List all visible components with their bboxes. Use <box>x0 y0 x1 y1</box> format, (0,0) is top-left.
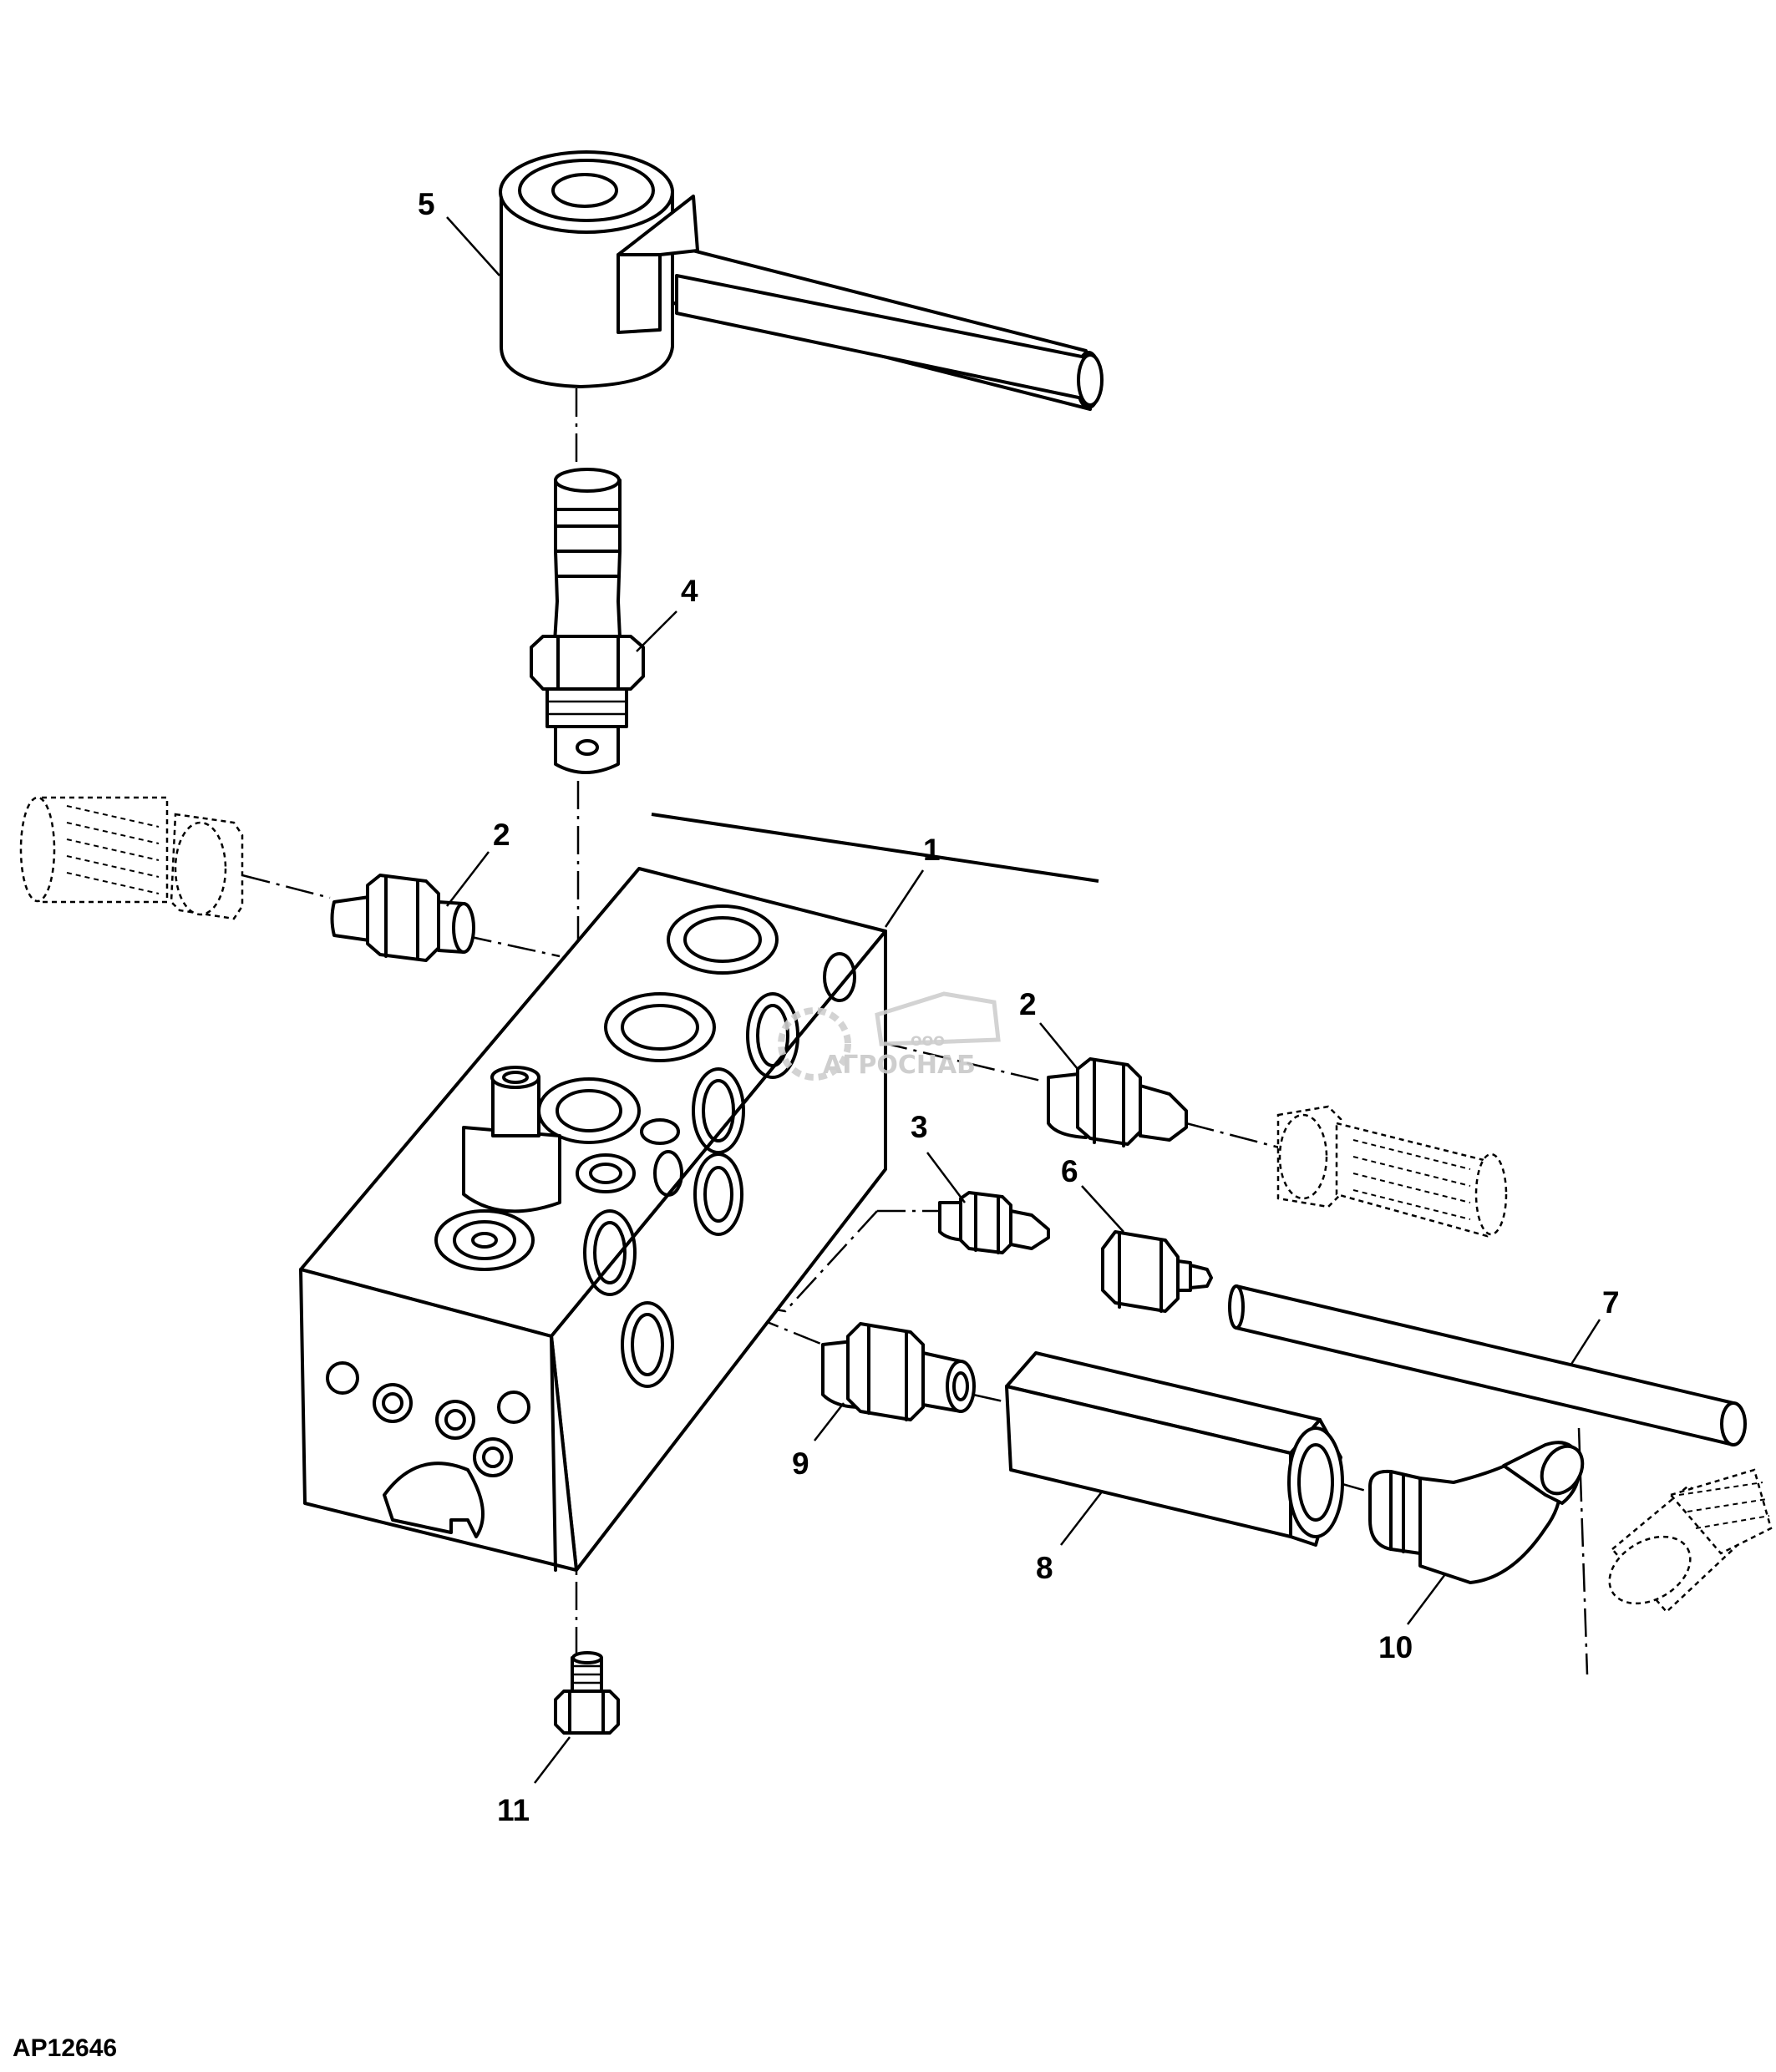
callout-5: 5 <box>418 187 435 221</box>
callout-2-right: 2 <box>1019 987 1037 1021</box>
reference-hose-bottom-right <box>1608 1468 1773 1614</box>
callout-10: 10 <box>1378 1630 1413 1664</box>
tube-part-7 <box>1228 1284 1747 1446</box>
solenoid-coil-part-5 <box>499 150 1104 883</box>
callout-6: 6 <box>1061 1154 1078 1188</box>
callout-labels: 5 4 2 1 2 3 6 7 9 8 10 11 <box>418 187 1620 1827</box>
callout-7: 7 <box>1602 1285 1620 1320</box>
callout-8: 8 <box>1036 1551 1053 1585</box>
watermark-logo: ООО АГРОСНАБ <box>778 991 1001 1081</box>
callout-11: 11 <box>497 1793 530 1827</box>
plug-part-11 <box>554 1651 620 1735</box>
callout-9: 9 <box>792 1446 809 1481</box>
tube-fitting-part-6 <box>1101 1230 1213 1313</box>
cartridge-valve-part-4 <box>530 468 645 774</box>
watermark-brand: АГРОСНАБ <box>823 1051 976 1080</box>
callout-3: 3 <box>911 1110 928 1144</box>
figure-id: AP12646 <box>13 2034 117 2062</box>
inline-filter-part-8 <box>1005 1351 1344 1547</box>
callout-leaders <box>446 216 1601 1784</box>
watermark-company-form: ООО <box>911 1033 945 1049</box>
manifold-block-part-1 <box>299 867 887 1572</box>
reference-hose-right <box>1276 1105 1508 1238</box>
adapter-part-9 <box>821 1322 976 1421</box>
elbow-fitting-part-10 <box>1368 1441 1585 1584</box>
adapter-fitting-part-2-right <box>1047 1057 1188 1147</box>
adapter-part-3 <box>938 1191 1050 1254</box>
callout-1: 1 <box>923 833 941 867</box>
reference-hose-left <box>19 796 244 920</box>
callout-2-left: 2 <box>493 818 510 852</box>
adapter-fitting-part-2-left <box>330 874 475 962</box>
callout-4: 4 <box>681 574 698 608</box>
